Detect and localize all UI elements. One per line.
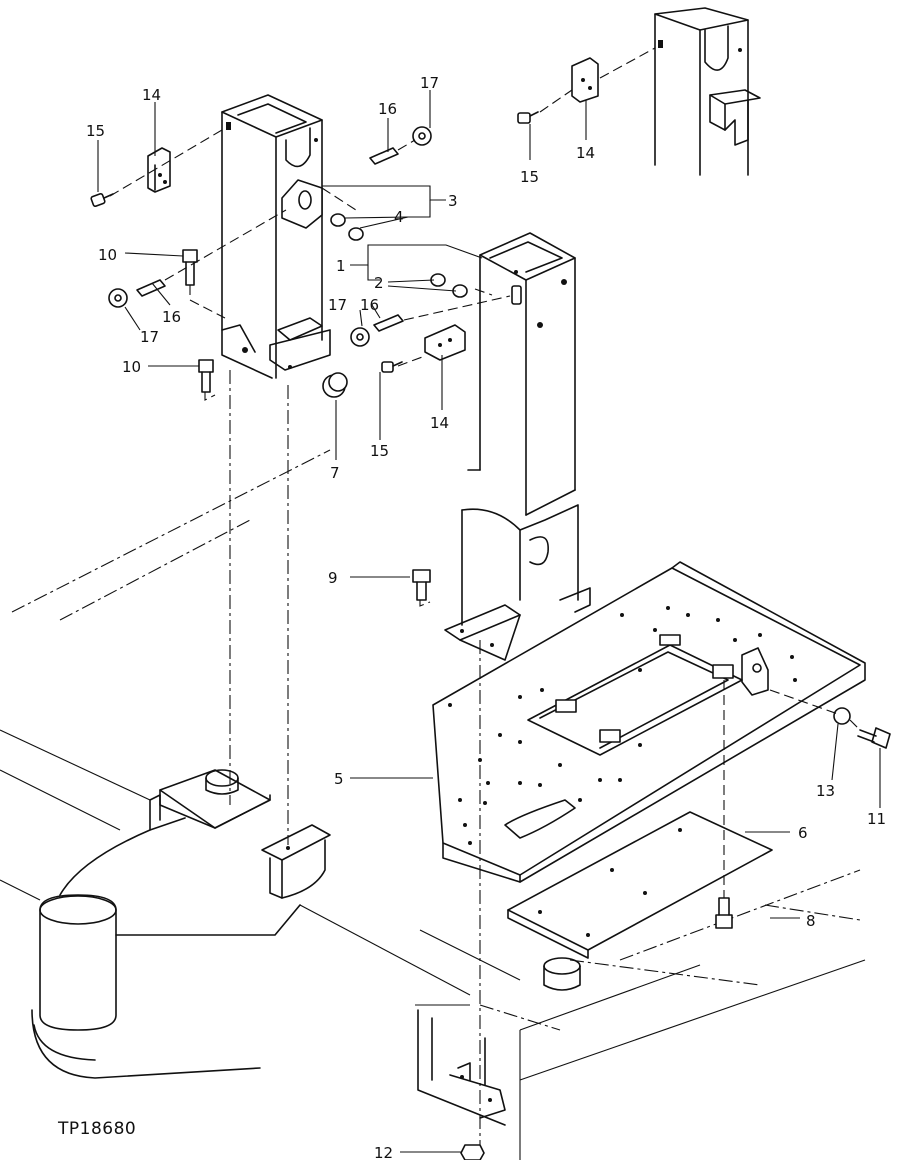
callout-13: 13	[816, 782, 835, 800]
callout-6: 6	[798, 824, 808, 842]
callout-10a: 10	[98, 246, 117, 264]
small-base-bracket	[261, 824, 331, 899]
callout-2: 2	[374, 274, 384, 292]
callout-14b: 14	[430, 414, 449, 432]
callout-12: 12	[374, 1144, 393, 1160]
callout-17c: 17	[328, 296, 347, 314]
callout-4: 4	[394, 208, 404, 226]
callout-8: 8	[806, 912, 816, 930]
callout-16c: 16	[360, 296, 379, 314]
callout-3: 3	[448, 192, 458, 210]
callout-17a: 17	[420, 74, 439, 92]
callout-17b: 17	[140, 328, 159, 346]
assembly-lines	[109, 47, 861, 1145]
callout-15b: 15	[370, 442, 389, 460]
mounting-plate	[432, 561, 866, 883]
callout-14a: 14	[142, 86, 161, 104]
callout-14c: 14	[576, 144, 595, 162]
floor-frame	[0, 449, 866, 1160]
right-column	[444, 232, 591, 661]
spacer-cylinder	[543, 957, 581, 991]
callout-11: 11	[867, 810, 886, 828]
callout-15c: 15	[520, 168, 539, 186]
callout-16a: 16	[378, 100, 397, 118]
upper-right-column	[654, 7, 761, 176]
callouts: 1 2 3 4 5 6 7 8 9 10 10 11 12 13 14 14 1…	[86, 74, 886, 1160]
figure-reference-id: TP18680	[57, 1119, 136, 1139]
callout-7: 7	[330, 464, 340, 482]
fasteners	[90, 57, 891, 1160]
left-mount-pad	[159, 769, 271, 829]
callout-10b: 10	[122, 358, 141, 376]
plate-hole-pattern	[448, 606, 797, 845]
leader-lines	[97, 90, 881, 1153]
callout-9: 9	[328, 569, 338, 587]
lower-frame-cylinder	[31, 794, 301, 1079]
spacer-plate	[507, 811, 773, 959]
lower-right-frame	[417, 1009, 506, 1126]
callout-5: 5	[334, 770, 344, 788]
left-column	[221, 94, 331, 379]
callout-15a: 15	[86, 122, 105, 140]
callout-1: 1	[336, 257, 346, 275]
callout-16b: 16	[162, 308, 181, 326]
